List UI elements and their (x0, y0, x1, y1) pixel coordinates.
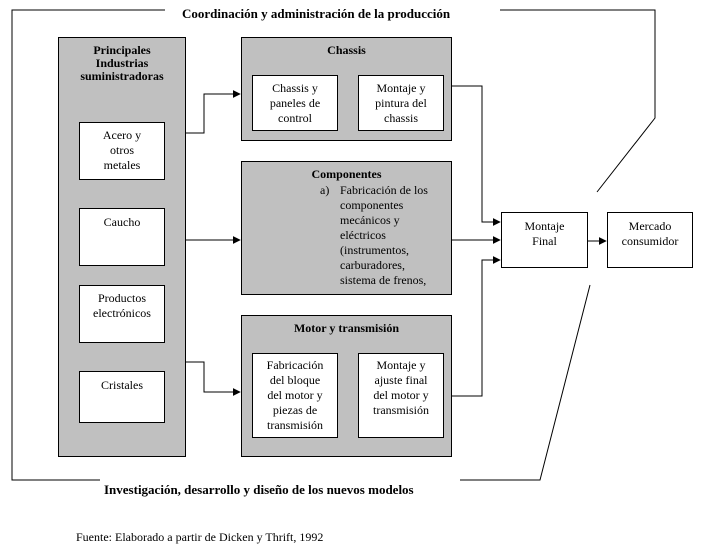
final-assembly-label: Montaje Final (524, 219, 565, 248)
final-assembly-box: Montaje Final (501, 212, 588, 268)
chassis-panels-box: Chassis y paneles de control (252, 75, 338, 131)
chassis-paint-label: Montaje y pintura del chassis (375, 81, 427, 125)
components-panel: Componentes a) Fabricación de los compon… (241, 161, 452, 295)
supplier-electronics-label: Productos electrónicos (93, 291, 151, 320)
frame-line-top-right (500, 9, 656, 193)
arrow-suppliers-to-chassis (186, 90, 241, 134)
supplier-rubber: Caucho (79, 208, 165, 266)
suppliers-title: Principales Industrias suministradoras (80, 43, 164, 83)
market-label: Mercado consumidor (621, 219, 679, 248)
frame-line-left (11, 9, 165, 481)
motor-block-box: Fabricación del bloque del motor y pieza… (252, 353, 338, 438)
supplier-electronics: Productos electrónicos (79, 285, 165, 343)
motor-assembly-box: Montaje y ajuste final del motor y trans… (358, 353, 444, 438)
source-note: Fuente: Elaborado a partir de Dicken y T… (76, 530, 324, 544)
components-list-marker: a) (320, 183, 330, 197)
frame-line-bottom-right (460, 284, 591, 481)
motor-block-label: Fabricación del bloque del motor y pieza… (266, 358, 324, 432)
chassis-panels-label: Chassis y paneles de control (269, 81, 321, 125)
supplier-glass: Cristales (79, 371, 165, 423)
research-label: Investigación, desarrollo y diseño de lo… (100, 482, 418, 498)
arrow-chassis-to-final (452, 85, 501, 226)
supplier-glass-label: Cristales (101, 378, 143, 392)
supplier-steel-label: Acero y otros metales (102, 128, 142, 172)
chassis-title: Chassis (327, 43, 366, 57)
arrow-motor-to-final (452, 256, 501, 397)
coordination-label: Coordinación y administración de la prod… (178, 6, 455, 22)
motor-assembly-label: Montaje y ajuste final del motor y trans… (373, 358, 429, 417)
components-list: a) Fabricación de los componentes mecáni… (320, 183, 450, 293)
components-list-text: Fabricación de los componentes mecánicos… (340, 183, 428, 287)
motor-title: Motor y transmisión (293, 321, 400, 335)
supplier-rubber-label: Caucho (103, 215, 141, 229)
components-title: Componentes (311, 167, 382, 181)
supplier-steel: Acero y otros metales (79, 122, 165, 180)
arrow-suppliers-to-motor (186, 361, 241, 396)
market-box: Mercado consumidor (607, 212, 693, 268)
chassis-paint-box: Montaje y pintura del chassis (358, 75, 444, 131)
